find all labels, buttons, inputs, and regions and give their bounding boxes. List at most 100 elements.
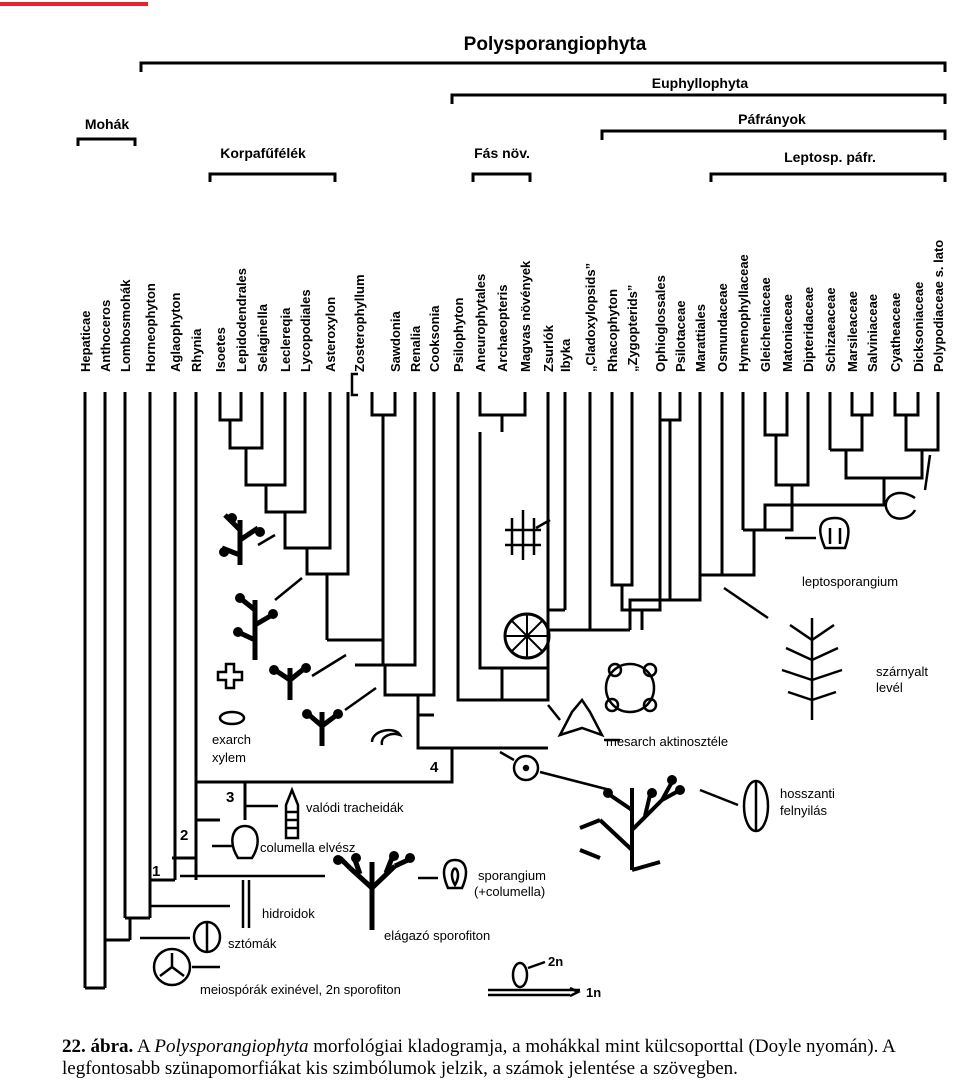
taxon-label: Archaeopteris — [495, 285, 510, 372]
pinnate-leaf-icon — [781, 618, 843, 720]
label-euphyllophyta: Euphyllophyta — [652, 75, 749, 91]
taxon-label: Lycopodiales — [298, 289, 313, 372]
bracket-korpafufelek — [208, 172, 337, 182]
taxon-label: Magvas növények — [518, 260, 533, 372]
node-number-4: 4 — [430, 759, 439, 776]
label-szarnyalt-1: szárnyalt — [876, 664, 928, 679]
bracket-fas-nov — [471, 172, 532, 182]
leptosporangium-icon — [819, 516, 850, 550]
hooked-sporangium-icon — [370, 728, 403, 746]
lycopod-branch-icon-1 — [221, 513, 260, 565]
label-exarch-2: xylem — [212, 750, 246, 765]
lobed-stele-icon — [604, 662, 658, 714]
tracheid-icon — [284, 786, 300, 840]
fern-branching-icon — [579, 781, 681, 872]
taxon-label: Leclereqia — [278, 307, 293, 372]
title-polysporangiophyta: Polysporangiophyta — [464, 34, 647, 55]
longitudinal-dehiscence-icon — [742, 779, 770, 833]
bracket-euphyllophyta — [450, 93, 947, 104]
header-accent-bar — [0, 2, 148, 6]
taxon-label: Ibyka — [558, 338, 573, 372]
taxon-label: Sawdonia — [388, 311, 403, 372]
meiospore-icon — [152, 947, 192, 987]
taxon-label: Psilotaceae — [673, 300, 688, 372]
taxon-label: Rhynia — [189, 328, 204, 372]
label-columella-elvesz: columella elvész — [260, 840, 355, 855]
taxon-label: Selaginella — [255, 303, 270, 372]
annulus-icon — [884, 491, 917, 520]
early-branching-icon — [505, 510, 541, 560]
cross-shaped-stele-icon — [216, 662, 244, 690]
label-pafranyok: Páfrányok — [738, 111, 806, 127]
label-hidroidok: hidroidok — [262, 906, 315, 921]
bracket-leptosp — [709, 172, 947, 182]
taxon-label: Anthoceros — [98, 300, 113, 372]
taxon-label: Marattiales — [693, 304, 708, 372]
taxon-label: Isoetes — [213, 327, 228, 372]
label-fas-nov: Fás növ. — [474, 145, 530, 161]
label-korpafufelek: Korpafűfélék — [220, 145, 306, 161]
label-exarch-1: exarch — [212, 732, 251, 747]
node-number-3: 3 — [226, 789, 234, 806]
sporangium-columella-icon — [442, 858, 468, 890]
taxon-label: Hymenophyllaceae — [736, 254, 751, 372]
bracket-zosterophyllum — [350, 372, 358, 397]
lycopod-branch-icon-2 — [236, 596, 274, 660]
bracket-mohak — [76, 137, 137, 146]
label-elagazo-sporofiton: elágazó sporofiton — [384, 928, 490, 943]
label-sporangium-1: sporangium — [478, 868, 546, 883]
caption-italic: Polysporangiophyta — [154, 1036, 309, 1057]
columella-lost-icon — [231, 824, 259, 860]
taxon-label: Asteroxylon — [323, 297, 338, 372]
label-mohak: Mohák — [85, 116, 130, 132]
taxon-label: Marsileaceae — [845, 291, 860, 372]
label-hosszanti-1: hosszanti — [780, 786, 835, 801]
ploidy-diagram-icon — [488, 960, 581, 998]
node-number-1: 1 — [152, 863, 160, 880]
taxon-label: Ophioglossales — [653, 275, 668, 372]
taxon-label: Aglaophyton — [168, 293, 183, 372]
label-szarnyalt-2: levél — [876, 680, 903, 695]
taxon-label: Cyatheaceae — [888, 293, 903, 373]
label-leptosporangium: leptosporangium — [802, 574, 898, 589]
label-sporangium-2: (+columella) — [474, 884, 545, 899]
bracket-pafranyok — [600, 129, 947, 140]
hydroid-icon — [241, 880, 251, 928]
taxon-label: Gleicheniaceae — [758, 277, 773, 372]
label-valodi-tracheidak: valódi tracheidák — [306, 800, 404, 815]
node-number-2: 2 — [180, 827, 188, 844]
taxon-label: Cooksonia — [427, 305, 442, 372]
mesarch-aktinostele-icon — [557, 697, 605, 738]
lycopod-branch-icon-4 — [306, 712, 340, 746]
caption-part-1: A — [133, 1036, 155, 1057]
taxon-label: Polypodiaceae s. lato — [931, 240, 946, 372]
taxon-label: Dicksoniaceae — [911, 282, 926, 372]
taxon-label: Zosterophyllum — [352, 274, 367, 372]
taxon-label: Schizaeaceae — [823, 287, 838, 372]
taxon-label: Osmundaceae — [715, 283, 730, 372]
label-mesarch: mesarch aktinosztéle — [606, 734, 728, 749]
target-icon — [512, 754, 540, 782]
taxon-label: Hepaticae — [78, 311, 93, 372]
taxon-label: Aneurophytales — [473, 274, 488, 372]
taxon-label: Salviniaceae — [865, 294, 880, 372]
taxon-label: Matoniaceae — [780, 294, 795, 372]
caption-label: 22. ábra. — [62, 1036, 134, 1057]
taxon-label: Horneophyton — [143, 283, 158, 372]
lycopod-branch-icon-3 — [273, 666, 307, 700]
taxon-label: Zsurlók — [541, 324, 556, 372]
label-1n: 1n — [586, 985, 601, 1000]
label-2n: 2n — [548, 954, 563, 969]
taxon-label: „Zygopterids” — [625, 285, 640, 372]
label-leptosp: Leptosp. páfr. — [784, 149, 876, 165]
exarch-xylem-icon — [218, 710, 246, 726]
taxon-label: Rhacophyton — [605, 289, 620, 372]
branching-sporophyte-icon — [338, 856, 410, 930]
taxon-label: Lepidodendrales — [234, 268, 249, 372]
taxon-label: „Cladoxylopsids” — [583, 263, 598, 372]
taxon-label: Psilophyton — [451, 298, 466, 372]
figure-caption: 22. ábra. A Polysporangiophyta morfológi… — [62, 1036, 957, 1080]
taxon-label: Dipteridaceae — [801, 287, 816, 372]
